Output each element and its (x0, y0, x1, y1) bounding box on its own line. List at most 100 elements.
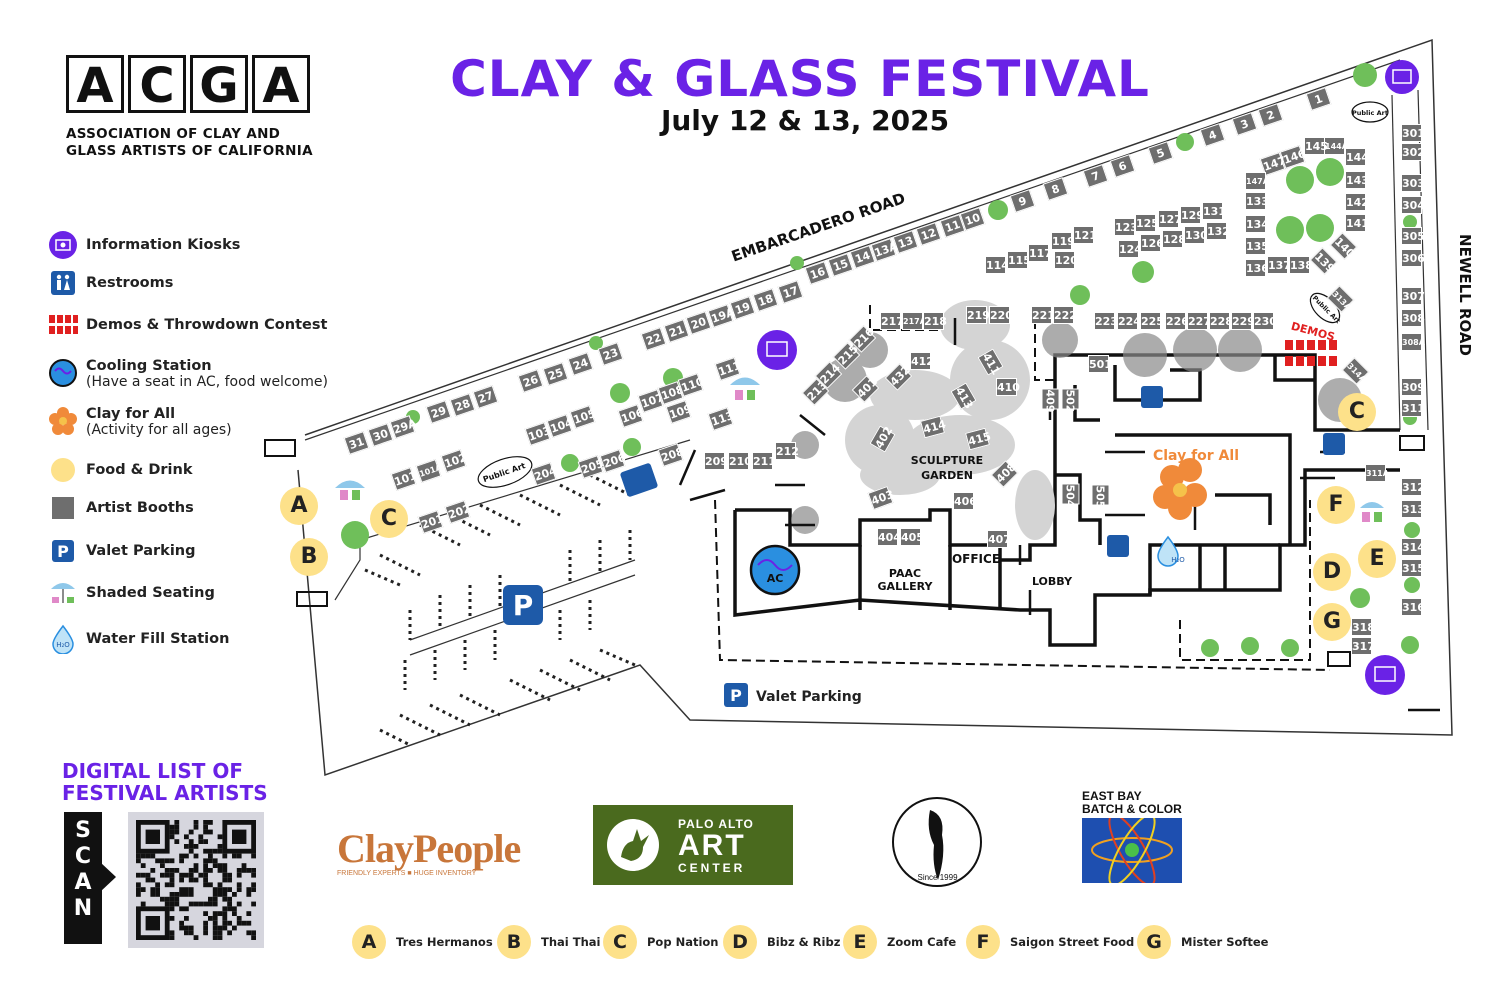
food-marker[interactable]: G (1313, 603, 1351, 641)
artist-booth[interactable]: 117 (1028, 244, 1052, 262)
page-title: CLAY & GLASS FESTIVAL (450, 50, 1150, 108)
atom-icon (1082, 818, 1182, 883)
artist-booth[interactable]: 144 (1345, 148, 1369, 166)
artist-booth[interactable]: 126 (1140, 234, 1164, 252)
artist-booth[interactable]: 225 (1140, 312, 1164, 330)
artist-booth[interactable]: 222 (1053, 306, 1077, 324)
artist-booth[interactable]: 228 (1209, 312, 1233, 330)
artist-booth[interactable]: 131 (1202, 202, 1226, 220)
artist-booth[interactable]: 316 (1401, 598, 1425, 616)
booth-square-icon (48, 493, 78, 523)
valet-parking-label: Valet Parking (756, 689, 862, 705)
artist-booth[interactable]: 302 (1401, 143, 1425, 161)
food-marker[interactable]: C (1338, 393, 1376, 431)
artist-booth[interactable]: 121 (1073, 226, 1097, 244)
artist-booth[interactable]: 501 (1088, 355, 1112, 373)
food-marker[interactable]: B (290, 538, 328, 576)
artist-booth[interactable]: 314 (1401, 538, 1425, 556)
artist-booth[interactable]: 219 (966, 306, 990, 324)
artist-booth[interactable]: 304 (1401, 196, 1425, 214)
food-marker[interactable]: A (280, 487, 318, 525)
artist-booth[interactable]: 211 (752, 452, 776, 470)
artist-booth[interactable]: 217 (880, 312, 904, 330)
artist-booth[interactable]: 129 (1180, 206, 1204, 224)
qr-code[interactable] (128, 812, 264, 948)
artist-booth[interactable]: 226 (1165, 312, 1189, 330)
artist-booth[interactable]: 406 (953, 492, 977, 510)
artist-booth[interactable]: 133 (1245, 192, 1269, 210)
artist-booth[interactable]: 303 (1401, 174, 1425, 192)
artist-booth[interactable]: 221 (1031, 306, 1055, 324)
artist-booth[interactable]: 220 (989, 306, 1013, 324)
food-marker[interactable]: E (1358, 540, 1396, 578)
artist-booth[interactable]: 137 (1267, 256, 1291, 274)
artist-booth[interactable]: 412 (910, 352, 934, 370)
artist-booth[interactable]: 135 (1245, 237, 1269, 255)
artist-booth[interactable]: 313 (1401, 500, 1425, 518)
artist-booth[interactable]: 405 (900, 528, 924, 546)
artist-booth[interactable]: 505 (1091, 484, 1110, 508)
artist-booth[interactable]: 132 (1206, 222, 1230, 240)
artist-booth[interactable]: 115 (1007, 251, 1031, 269)
artist-booth[interactable]: 138 (1289, 256, 1313, 274)
artist-booth[interactable]: 210 (728, 452, 752, 470)
artist-booth[interactable]: 136 (1245, 259, 1269, 277)
artist-booth[interactable]: 218 (923, 312, 947, 330)
food-marker[interactable]: D (1313, 553, 1351, 591)
artist-booth[interactable]: 230 (1253, 312, 1277, 330)
artist-booth[interactable]: 145 (1304, 137, 1328, 155)
legend-item-booths: Artist Booths (48, 493, 194, 523)
artist-booth[interactable]: 119 (1051, 232, 1075, 250)
artist-booth[interactable]: 410 (996, 378, 1020, 396)
artist-booth[interactable]: 128 (1162, 230, 1186, 248)
artist-booth[interactable]: 147A (1245, 172, 1269, 190)
artist-booth[interactable]: 127 (1158, 210, 1182, 228)
artist-booth[interactable]: 123 (1114, 218, 1138, 236)
artist-booth[interactable]: 311 (1401, 399, 1425, 417)
artist-booth[interactable]: 312 (1401, 478, 1425, 496)
office-label: OFFICE (952, 552, 1000, 566)
artist-booth[interactable]: 142 (1345, 193, 1369, 211)
artist-booth[interactable]: 407 (987, 530, 1011, 548)
food-marker[interactable]: F (1317, 486, 1355, 524)
artist-booth[interactable]: 134 (1245, 215, 1269, 233)
artist-booth[interactable]: 209 (704, 452, 728, 470)
artist-booth[interactable]: 120 (1054, 251, 1078, 269)
legend-item-parking: P Valet Parking (48, 536, 196, 566)
vendor-letter: B (497, 925, 531, 959)
food-marker[interactable]: C (370, 500, 408, 538)
artist-booth[interactable]: 311A (1365, 464, 1389, 482)
artist-booth[interactable]: 114 (985, 256, 1009, 274)
artist-booth[interactable]: 309 (1401, 378, 1425, 396)
artist-booth[interactable]: 124 (1118, 240, 1142, 258)
artist-booth[interactable]: 308 (1401, 309, 1425, 327)
artist-booth[interactable]: 504 (1061, 483, 1080, 507)
artist-booth[interactable]: 301 (1401, 124, 1425, 142)
artist-booth[interactable]: 317 (1351, 637, 1375, 655)
artist-booth[interactable]: 212 (775, 442, 799, 460)
arrow-right-icon (100, 862, 116, 892)
artist-booth[interactable]: 227 (1187, 312, 1211, 330)
artist-booth[interactable]: 141 (1345, 214, 1369, 232)
artist-booth[interactable]: 125 (1135, 214, 1159, 232)
artist-booth[interactable]: 318 (1351, 618, 1375, 636)
artist-booth[interactable]: 217A (902, 312, 926, 330)
artist-booth[interactable]: 224 (1117, 312, 1141, 330)
artist-booth[interactable]: 307 (1401, 287, 1425, 305)
artist-booth[interactable]: 305 (1401, 227, 1425, 245)
artist-booth[interactable]: 415 (965, 427, 992, 451)
artist-booth[interactable]: 229 (1231, 312, 1255, 330)
artist-booth[interactable]: 404 (877, 528, 901, 546)
artist-booth[interactable]: 414 (920, 415, 947, 439)
artist-booth[interactable]: 143 (1345, 171, 1369, 189)
artist-booth[interactable]: 306 (1401, 249, 1425, 267)
artist-booth[interactable]: 308A (1401, 333, 1425, 351)
artist-booth[interactable]: 223 (1094, 312, 1118, 330)
artist-booth[interactable]: 502 (1061, 388, 1080, 412)
artist-booth[interactable]: 130 (1184, 226, 1208, 244)
artist-booth[interactable]: 315 (1401, 559, 1425, 577)
legend-sublabel: (Have a seat in AC, food welcome) (86, 374, 328, 390)
artist-booth[interactable]: 409 (1041, 388, 1060, 412)
